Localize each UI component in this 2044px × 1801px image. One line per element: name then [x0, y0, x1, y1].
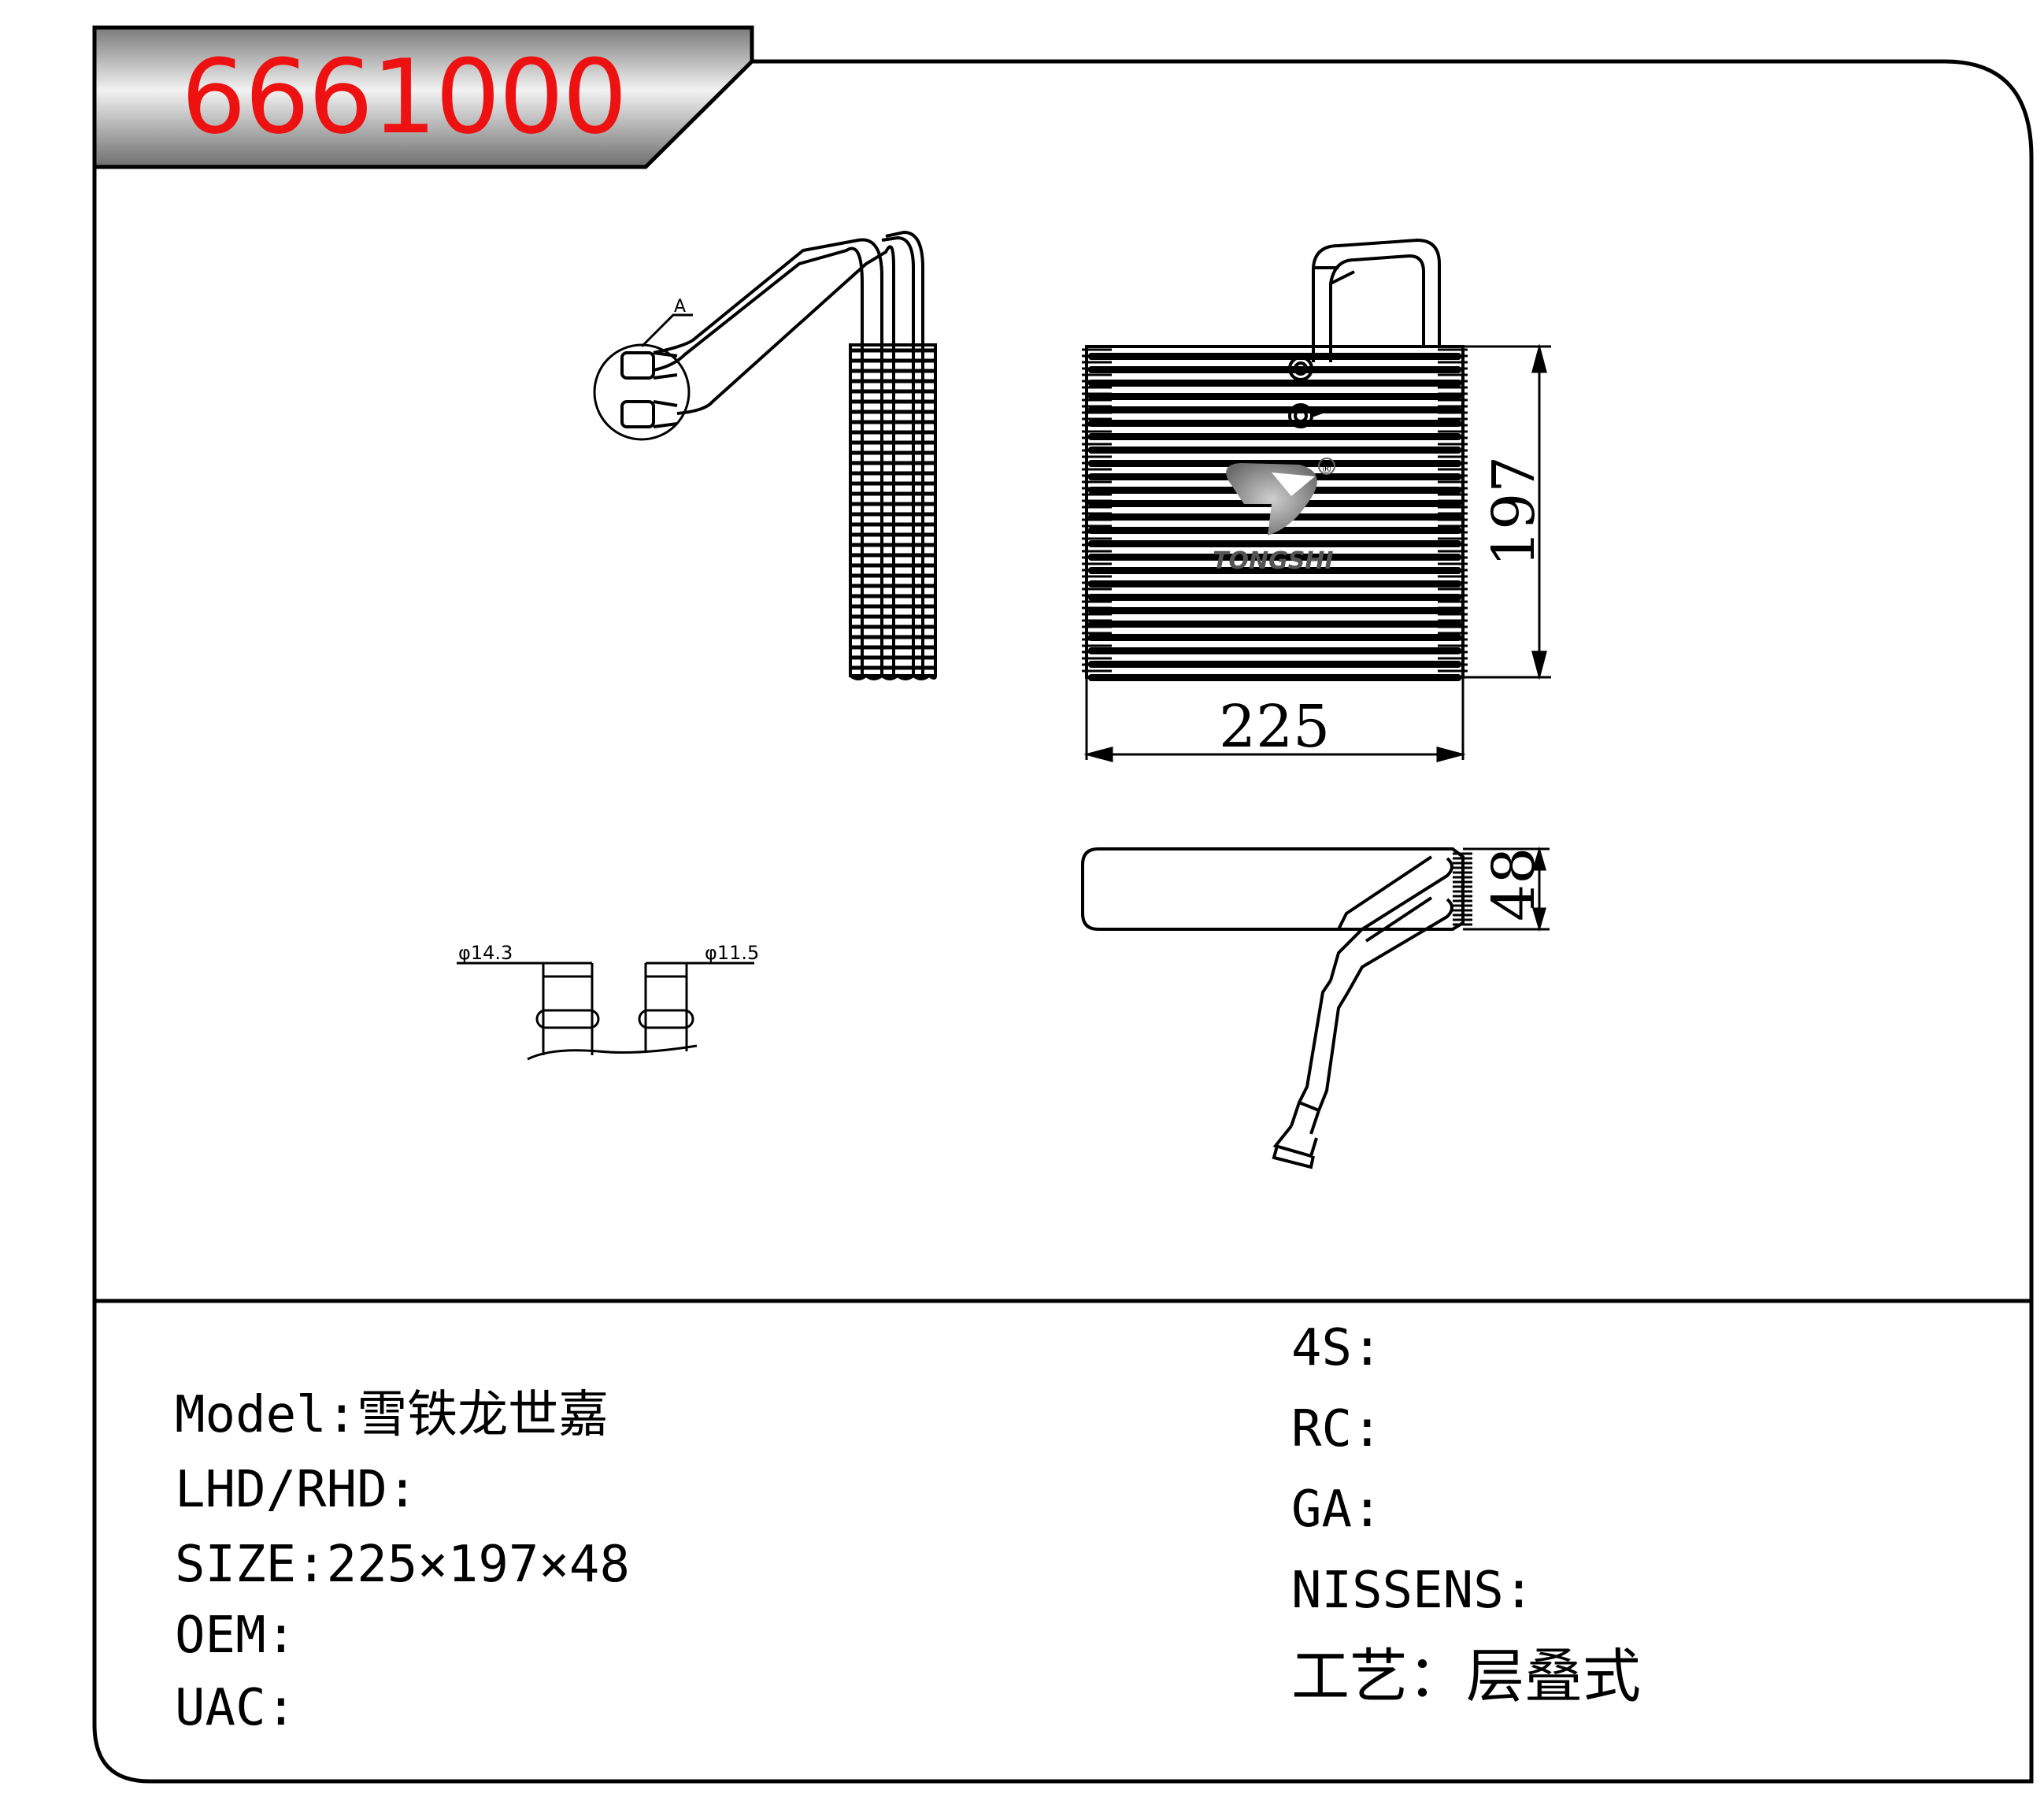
height-dimension	[1463, 343, 1551, 680]
pipe-detail	[457, 962, 754, 1061]
spec-size: SIZE:225×197×48	[175, 1536, 630, 1594]
height-value: 197	[1480, 456, 1548, 567]
spec-4s: 4S:	[1291, 1319, 1383, 1377]
spec-model: Model:雪铁龙世嘉	[175, 1386, 609, 1444]
depth-dimension	[1463, 846, 1550, 932]
logo-text: TONGSHI	[1213, 547, 1334, 575]
pipe-diameter-1: φ14.3	[458, 942, 513, 964]
spec-lhd-rhd: LHD/RHD:	[175, 1461, 418, 1519]
header-band	[92, 25, 754, 169]
logo-reg-mark: ®	[1321, 463, 1332, 476]
spec-rc: RC:	[1291, 1400, 1383, 1458]
spec-oem: OEM:	[175, 1606, 297, 1665]
width-dimension	[1083, 677, 1466, 762]
side-view	[593, 230, 937, 680]
width-value: 225	[1219, 693, 1330, 761]
detail-label: A	[674, 297, 686, 317]
spec-uac: UAC:	[175, 1679, 297, 1737]
front-view	[1082, 238, 1468, 681]
tongshi-logo: TONGSHI ®	[1213, 458, 1335, 575]
spec-ga: GA:	[1291, 1480, 1383, 1539]
spec-nissens: NISSENS:	[1291, 1562, 1535, 1620]
pipe-diameter-2: φ11.5	[705, 942, 759, 964]
model-code: 6661000	[181, 37, 628, 157]
spec-process: 工艺：层叠式	[1291, 1643, 1641, 1710]
depth-value: 48	[1480, 847, 1548, 921]
top-view	[1081, 847, 1472, 1169]
outer-frame	[92, 59, 2034, 1784]
